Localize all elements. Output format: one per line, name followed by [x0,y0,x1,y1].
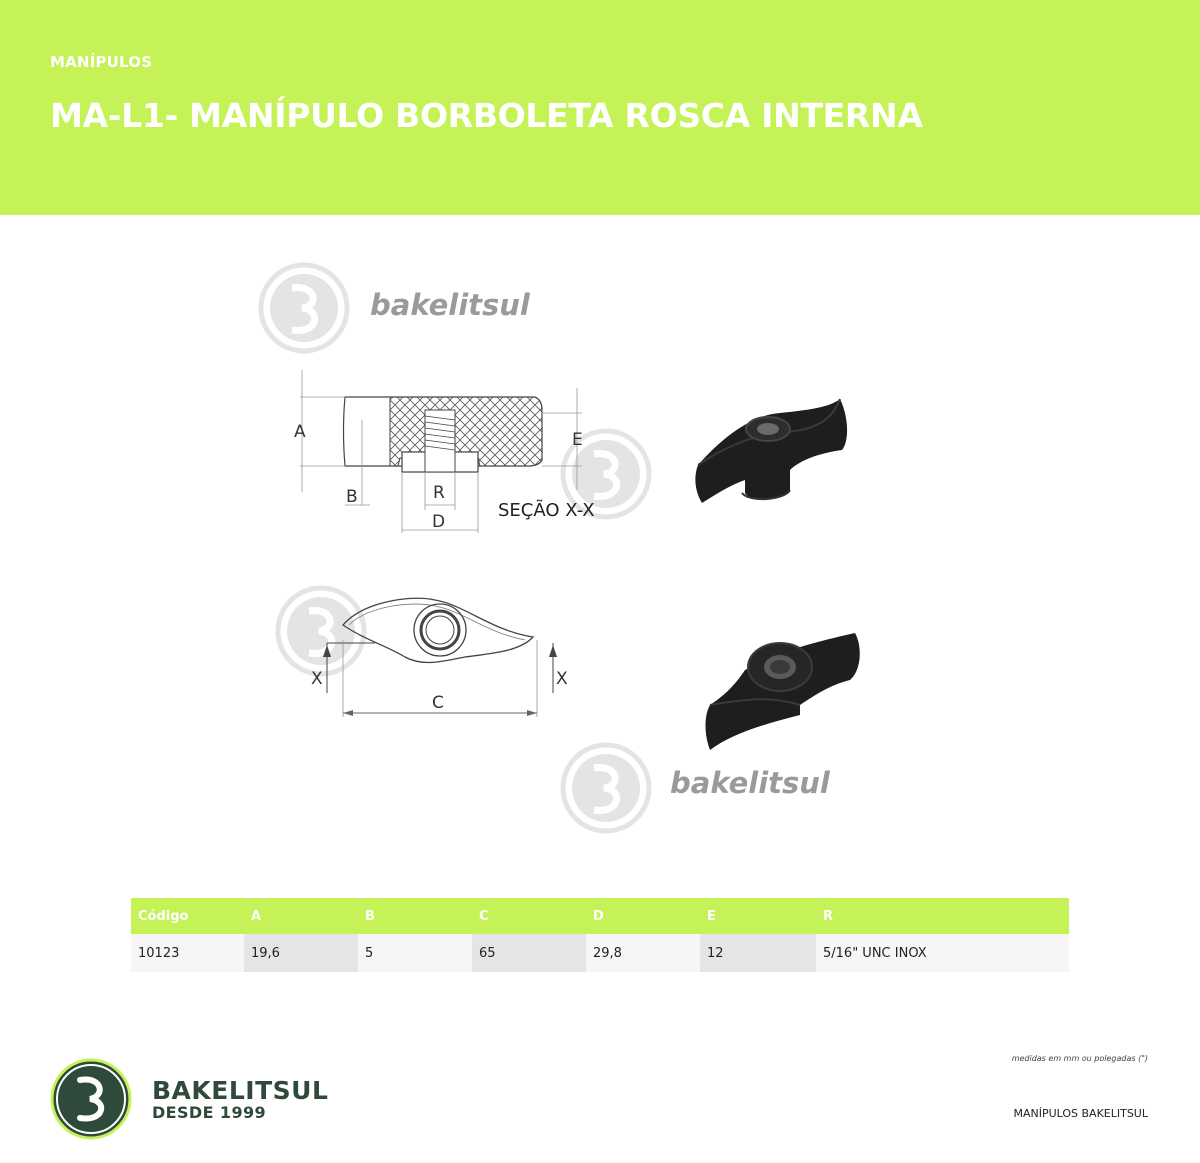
page-title: MA-L1- MANÍPULO BORBOLETA ROSCA INTERNA [50,96,923,135]
dim-label-r: R [433,483,445,503]
watermark-text: bakelitsul [370,288,530,322]
table-header-cell: A [244,898,358,934]
table-cell: 5 [358,934,472,972]
brand-logo-icon [50,1058,132,1140]
table-header-cell: Código [131,898,244,934]
table-header-cell: B [358,898,472,934]
table-header-row: Código A B C D E R [131,898,1069,934]
section-mark-x-left: X [311,669,323,689]
section-mark-x-right: X [556,669,568,689]
dim-label-c: C [432,693,444,713]
dim-label-b: B [346,487,358,507]
product-render-side [695,398,848,503]
table-header-cell: D [586,898,700,934]
table-cell: 19,6 [244,934,358,972]
category-label: MANÍPULOS [50,53,153,71]
dim-label-d: D [432,512,446,532]
footer-category: MANÍPULOS BAKELITSUL [1013,1107,1148,1120]
brand-since: DESDE 1999 [152,1103,267,1122]
table-header-cell: R [816,898,1069,934]
product-render-top [705,633,860,750]
dim-label-a: A [294,422,306,442]
header-banner: MANÍPULOS MA-L1- MANÍPULO BORBOLETA ROSC… [0,0,1200,215]
table-cell: 65 [472,934,586,972]
table-cell: 10123 [131,934,244,972]
spec-table: Código A B C D E R 10123 19,6 5 65 29,8 … [131,898,1069,972]
table-cell: 12 [700,934,816,972]
section-label: SEÇÃO X-X [498,500,595,521]
watermark-logo-icon [560,428,652,520]
table-header-cell: C [472,898,586,934]
units-note: medidas em mm ou polegadas (") [1011,1054,1148,1063]
section-drawing [300,370,582,533]
table-row: 10123 19,6 5 65 29,8 12 5/16" UNC INOX [131,934,1069,972]
top-view-drawing [323,597,557,717]
table-cell: 29,8 [586,934,700,972]
brand-name: BAKELITSUL [152,1076,329,1105]
table-header-cell: E [700,898,816,934]
table-cell: 5/16" UNC INOX [816,934,1069,972]
watermark-text: bakelitsul [670,766,830,800]
watermark-logo-icon [258,262,350,354]
watermark-logo-icon [560,742,652,834]
dim-label-e: E [572,430,583,450]
